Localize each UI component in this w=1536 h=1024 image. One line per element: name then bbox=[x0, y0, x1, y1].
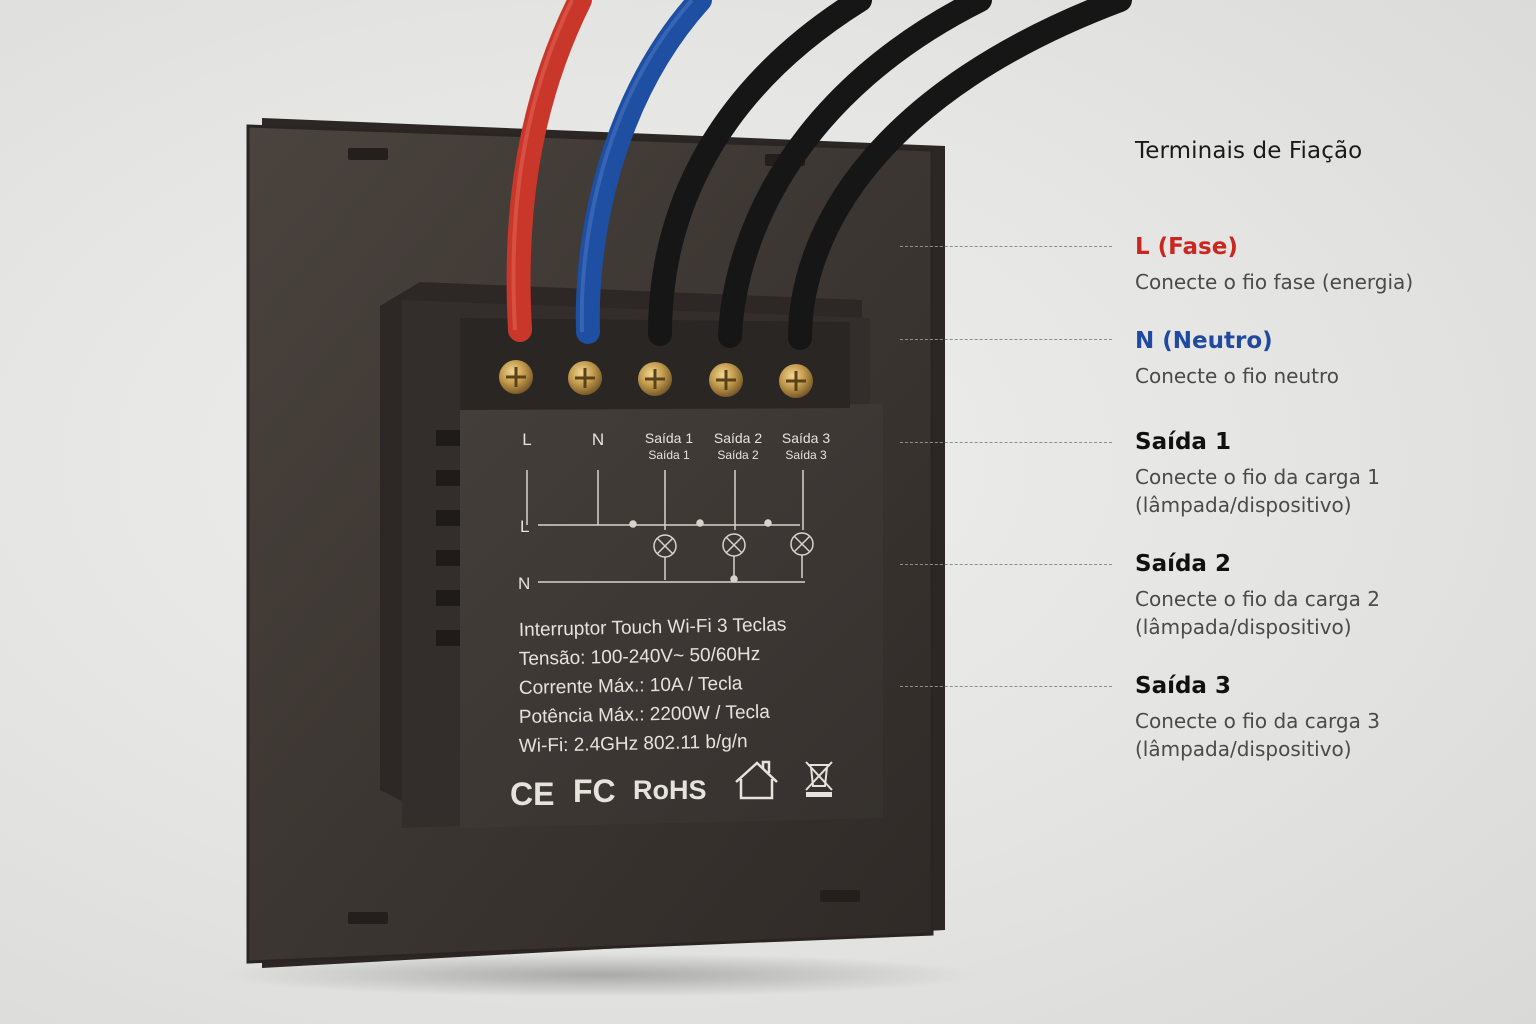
terminal-sublabel-s1: Saída 1 bbox=[648, 448, 690, 462]
terminal-sublabel-s2: Saída 2 bbox=[717, 448, 759, 462]
annotation-desc-l: Conecte o fio fase (energia) bbox=[1135, 270, 1414, 294]
wire-l bbox=[506, 0, 592, 342]
spec-line-3: Corrente Máx.: 10A / Tecla bbox=[519, 673, 743, 699]
leader-line-l bbox=[900, 246, 1112, 247]
terminal-label-s1: Saída 1 bbox=[645, 430, 693, 446]
terminal-label-n: N bbox=[592, 430, 604, 449]
wire-s3 bbox=[788, 0, 1132, 350]
annotation-label-s2: Saída 2 bbox=[1135, 551, 1231, 577]
spec-line-5: Wi-Fi: 2.4GHz 802.11 b/g/n bbox=[519, 731, 748, 757]
annotation-s1: Saída 1 Conecte o fio da carga 1 (lâmpad… bbox=[1135, 429, 1515, 519]
annotation-label-s3: Saída 3 bbox=[1135, 673, 1231, 699]
certification-marks: CE FC RoHS bbox=[510, 760, 833, 812]
leader-line-n bbox=[900, 339, 1112, 340]
terminal-screws bbox=[499, 360, 813, 398]
leader-line-s1 bbox=[900, 442, 1112, 443]
wiring-annotations: Terminais de Fiação L (Fase) Conecte o f… bbox=[1135, 0, 1515, 1024]
annotation-label-n: N (Neutro) bbox=[1135, 328, 1273, 354]
switch-module bbox=[380, 282, 883, 828]
annotation-l: L (Fase) Conecte o fio fase (energia) bbox=[1135, 234, 1515, 296]
terminal-labels: L N Saída 1 Saída 1 Saída 2 Saída 2 Saíd… bbox=[522, 430, 830, 462]
diagram-label-n: N bbox=[518, 574, 530, 593]
weee-bin-icon bbox=[805, 761, 833, 797]
terminal-label-l: L bbox=[522, 430, 531, 449]
annotation-desc-s1: Conecte o fio da carga 1 (lâmpada/dispos… bbox=[1135, 465, 1380, 517]
annotation-label-s1: Saída 1 bbox=[1135, 429, 1231, 455]
wire-s1 bbox=[648, 0, 872, 346]
terminal-sublabel-s3: Saída 3 bbox=[785, 448, 827, 462]
leader-line-s2 bbox=[900, 564, 1112, 565]
spec-line-2: Tensão: 100-240V~ 50/60Hz bbox=[519, 644, 761, 670]
annotation-desc-n: Conecte o fio neutro bbox=[1135, 364, 1339, 388]
fc-mark: FC bbox=[573, 773, 616, 809]
rohs-mark: RoHS bbox=[633, 775, 707, 805]
spec-text: Interruptor Touch Wi-Fi 3 Teclas Tensão:… bbox=[519, 614, 787, 757]
indoor-use-icon bbox=[735, 760, 778, 800]
annotation-desc-s2: Conecte o fio da carga 2 (lâmpada/dispos… bbox=[1135, 587, 1380, 639]
annotation-s2: Saída 2 Conecte o fio da carga 2 (lâmpad… bbox=[1135, 551, 1515, 641]
wiring-diagram bbox=[526, 470, 814, 583]
annotation-desc-s3: Conecte o fio da carga 3 (lâmpada/dispos… bbox=[1135, 709, 1380, 761]
wire-n bbox=[575, 0, 712, 344]
annotations-title: Terminais de Fiação bbox=[1135, 138, 1363, 164]
wires bbox=[506, 0, 1132, 350]
terminal-label-s2: Saída 2 bbox=[714, 430, 762, 446]
diagram-label-l: L bbox=[520, 517, 529, 536]
annotation-n: N (Neutro) Conecte o fio neutro bbox=[1135, 328, 1515, 390]
annotation-s3: Saída 3 Conecte o fio da carga 3 (lâmpad… bbox=[1135, 673, 1515, 763]
wire-s2 bbox=[718, 0, 992, 348]
ce-mark: CE bbox=[510, 776, 554, 812]
annotation-label-l: L (Fase) bbox=[1135, 234, 1238, 260]
leader-line-s3 bbox=[900, 686, 1112, 687]
terminal-label-s3: Saída 3 bbox=[782, 430, 830, 446]
